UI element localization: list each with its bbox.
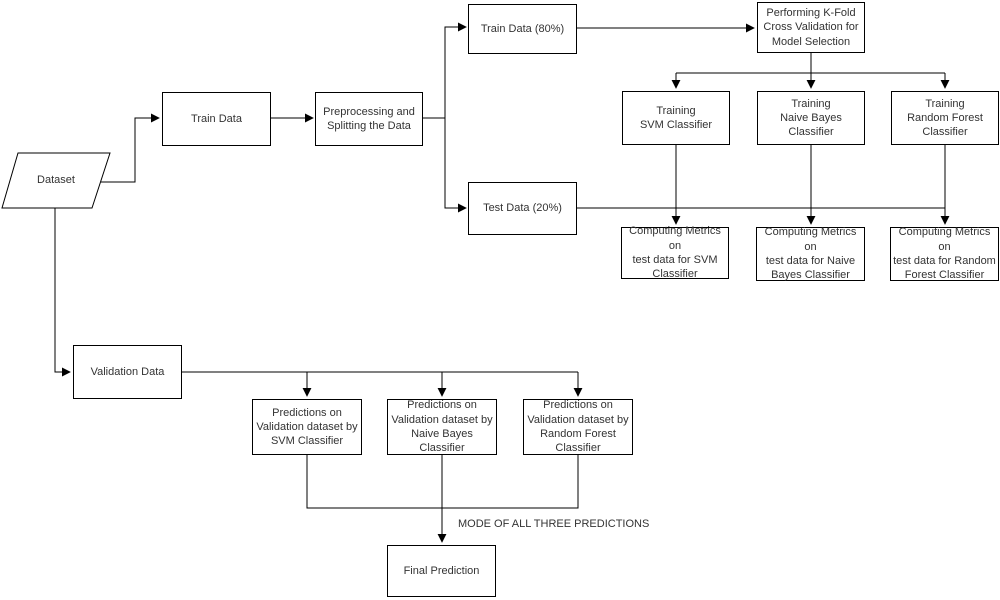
node-validation-data: Validation Data [73, 345, 182, 399]
node-test-data-20: Test Data (20%) [468, 182, 577, 235]
node-kfold-cross-validation: Performing K-Fold Cross Validation for M… [757, 2, 865, 53]
node-predictions-random-forest: Predictions on Validation dataset by Ran… [523, 399, 633, 455]
node-training-svm: Training SVM Classifier [622, 91, 730, 145]
node-metrics-naive-bayes: Computing Metrics on test data for Naive… [756, 226, 865, 281]
node-final-prediction: Final Prediction [387, 545, 496, 597]
edge-preprocessing-to-train80 [423, 22, 467, 119]
edge-dataset-to-train-data [101, 113, 160, 183]
node-training-random-forest: Training Random Forest Classifier [891, 91, 999, 145]
node-predictions-naive-bayes: Predictions on Validation dataset by Nai… [387, 399, 497, 455]
edge-kfold-branch-rail [676, 53, 945, 74]
node-dataset: Dataset [37, 174, 75, 187]
node-metrics-svm: Computing Metrics on test data for SVM C… [621, 225, 729, 280]
mode-of-predictions-label: MODE OF ALL THREE PREDICTIONS [458, 518, 650, 530]
node-train-data: Train Data [162, 92, 271, 146]
edge-dataset-to-validation [54, 208, 71, 377]
node-metrics-random-forest: Computing Metrics on test data for Rando… [890, 226, 999, 281]
node-training-naive-bayes: Training Naive Bayes Classifier [757, 91, 865, 145]
dataset-parallelogram [1, 152, 111, 209]
edge-preprocessing-to-test20 [444, 118, 467, 213]
node-preprocessing: Preprocessing and Splitting the Data [315, 92, 423, 146]
node-predictions-svm: Predictions on Validation dataset by SVM… [252, 399, 362, 455]
node-train-data-80: Train Data (80%) [468, 4, 577, 54]
